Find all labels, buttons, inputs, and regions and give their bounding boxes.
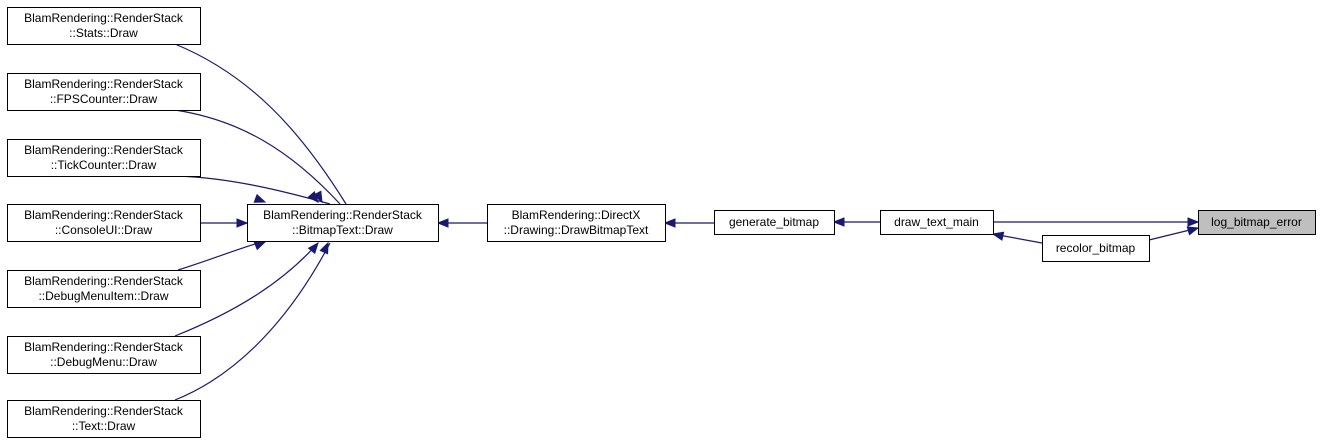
node-tick[interactable]: BlamRendering::RenderStack::TickCounter:…	[7, 139, 201, 177]
node-label: ::Drawing::DrawBitmapText	[504, 223, 649, 237]
edge-bitmaptext-text	[174, 241, 331, 401]
edge-bitmaptext-debugmenu	[174, 241, 319, 337]
node-label: recolor_bitmap	[1056, 241, 1136, 255]
node-label: ::ConsoleUI::Draw	[55, 223, 153, 237]
edge-line	[177, 175, 331, 205]
node-box[interactable]	[1198, 210, 1316, 235]
node-label: ::DebugMenu::Draw	[50, 355, 157, 369]
edge-arrowhead	[319, 241, 329, 255]
node-genbitmap[interactable]: generate_bitmap	[714, 210, 835, 235]
node-label: BlamRendering::RenderStack	[24, 77, 184, 91]
node-box[interactable]	[7, 139, 201, 177]
node-recolor[interactable]: recolor_bitmap	[1042, 235, 1150, 262]
edge-recolor-drawtext	[991, 231, 1043, 244]
edge-line	[174, 242, 319, 337]
node-logerror[interactable]: log_bitmap_error	[1198, 210, 1316, 235]
edge-line	[174, 43, 347, 205]
edge-arrowhead	[832, 217, 845, 227]
node-drawtext[interactable]: draw_text_main	[880, 210, 994, 235]
edge-arrowhead	[253, 241, 267, 251]
node-box[interactable]	[487, 204, 666, 242]
edges-layer	[174, 43, 1200, 401]
edge-line	[177, 240, 266, 271]
edge-logerror-recolor	[1148, 226, 1200, 241]
node-box[interactable]	[7, 7, 201, 45]
node-box[interactable]	[7, 204, 201, 242]
edge-bitmaptext-debugitem	[177, 240, 267, 271]
edge-bitmaptext-stats	[174, 43, 347, 205]
node-box[interactable]	[7, 270, 201, 308]
edge-line	[174, 109, 341, 205]
edge-arrowhead	[1187, 217, 1200, 227]
node-label: ::Text::Draw	[72, 419, 136, 433]
edge-logerror-drawtext	[993, 217, 1200, 227]
node-bitmaptext[interactable]: BlamRendering::RenderStack::BitmapText::…	[247, 204, 439, 242]
node-debugmenu[interactable]: BlamRendering::RenderStack::DebugMenu::D…	[7, 336, 201, 374]
node-label: BlamRendering::RenderStack	[24, 340, 184, 354]
node-label: draw_text_main	[894, 215, 979, 229]
node-label: BlamRendering::RenderStack	[24, 143, 184, 157]
edge-arrowhead	[991, 231, 1005, 241]
node-box[interactable]	[247, 204, 439, 242]
node-directx[interactable]: BlamRendering::DirectX::Drawing::DrawBit…	[487, 204, 666, 242]
edge-drawtext-genbitmap	[832, 217, 880, 227]
edge-arrowhead	[312, 190, 323, 204]
node-stats[interactable]: BlamRendering::RenderStack::Stats::Draw	[7, 7, 201, 45]
edge-genbitmap-directx	[663, 218, 714, 228]
node-box[interactable]	[7, 400, 201, 438]
edge-arrowhead	[436, 218, 449, 228]
node-box[interactable]	[1042, 235, 1150, 262]
node-label: ::Stats::Draw	[69, 26, 138, 40]
node-label: ::BitmapText::Draw	[292, 223, 393, 237]
node-label: ::DebugMenuItem::Draw	[38, 289, 168, 303]
node-debugitem[interactable]: BlamRendering::RenderStack::DebugMenuIte…	[7, 270, 201, 308]
node-label: ::FPSCounter::Draw	[50, 92, 158, 106]
edge-bitmaptext-tick	[177, 175, 331, 205]
node-label: BlamRendering::RenderStack	[24, 404, 184, 418]
edge-arrowhead	[236, 218, 249, 228]
node-label: log_bitmap_error	[1211, 215, 1302, 229]
edge-arrowhead	[1186, 226, 1200, 236]
node-label: BlamRendering::RenderStack	[24, 11, 184, 25]
node-label: ::TickCounter::Draw	[51, 158, 157, 172]
node-label: generate_bitmap	[729, 215, 819, 229]
edge-arrowhead	[253, 193, 267, 203]
edge-arrowhead	[307, 241, 319, 255]
node-box[interactable]	[7, 336, 201, 374]
node-console[interactable]: BlamRendering::RenderStack::ConsoleUI::D…	[7, 204, 201, 242]
node-label: BlamRendering::RenderStack	[263, 208, 423, 222]
edge-line	[174, 242, 331, 401]
edge-arrowhead	[663, 218, 676, 228]
node-label: BlamRendering::RenderStack	[24, 274, 184, 288]
node-fps[interactable]: BlamRendering::RenderStack::FPSCounter::…	[7, 73, 201, 111]
edge-bitmaptext-console	[200, 218, 249, 228]
node-label: BlamRendering::DirectX	[512, 208, 641, 222]
node-box[interactable]	[714, 210, 835, 235]
node-label: BlamRendering::RenderStack	[24, 208, 184, 222]
node-text[interactable]: BlamRendering::RenderStack::Text::Draw	[7, 400, 201, 438]
node-box[interactable]	[7, 73, 201, 111]
nodes-layer: BlamRendering::RenderStack::Stats::DrawB…	[7, 7, 1316, 438]
node-box[interactable]	[880, 210, 994, 235]
edge-directx-bitmaptext	[436, 218, 487, 228]
